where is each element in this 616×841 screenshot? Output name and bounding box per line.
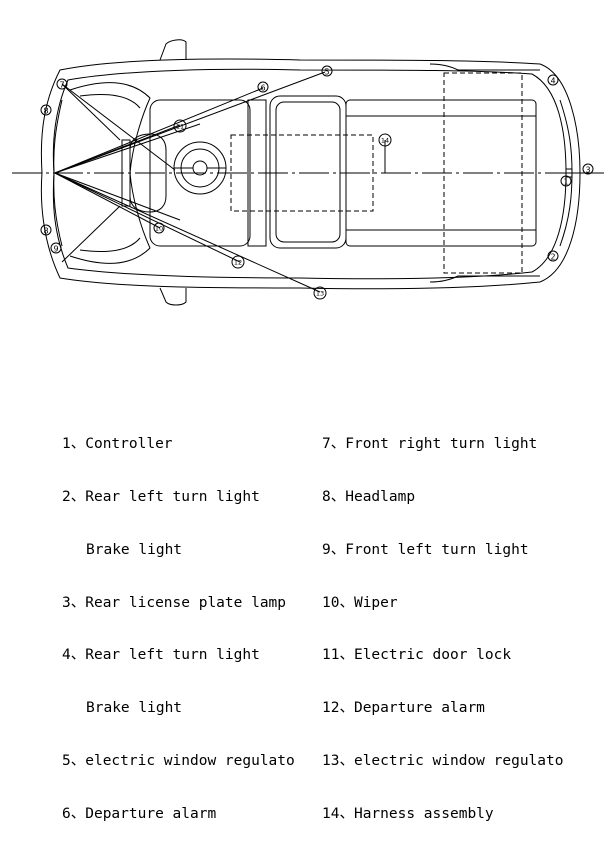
callout-6: 6 bbox=[257, 81, 269, 93]
legend-item-7: 7、Front right turn light bbox=[322, 436, 538, 453]
svg-text:8: 8 bbox=[43, 107, 48, 116]
svg-text:13: 13 bbox=[316, 290, 324, 298]
svg-text:10: 10 bbox=[155, 225, 163, 233]
dashed-box-rear bbox=[443, 72, 523, 274]
legend-item-4: 4、Rear left turn light bbox=[62, 647, 260, 664]
rear-curve-bottom bbox=[429, 275, 540, 283]
legend-item-5: 5、electric window regulato bbox=[62, 752, 295, 769]
front-bumper-curve bbox=[53, 99, 63, 247]
svg-text:12: 12 bbox=[234, 259, 242, 267]
svg-text:2: 2 bbox=[550, 253, 555, 262]
driver-seat-back bbox=[121, 139, 131, 207]
legend-item-14: 14、Harness assembly bbox=[322, 805, 494, 822]
driver-seat bbox=[129, 133, 167, 213]
callout-8b: 8 bbox=[40, 224, 52, 236]
legend-item-13: 13、electric window regulato bbox=[322, 752, 564, 769]
callout-7: 7 bbox=[56, 78, 68, 90]
car-body-outline bbox=[40, 58, 581, 290]
roof-window bbox=[269, 95, 347, 249]
car-wiring-diagram: 1 2 3 4 5 6 7 8 8 9 10 11 bbox=[12, 39, 604, 306]
svg-text:5: 5 bbox=[324, 68, 329, 77]
callout-5: 5 bbox=[321, 65, 333, 77]
legend-item-4-sub: Brake light bbox=[86, 700, 183, 717]
legend-item-2-sub: Brake light bbox=[86, 541, 183, 558]
svg-text:7: 7 bbox=[59, 81, 64, 90]
rear-curve-top bbox=[429, 63, 540, 71]
legend-item-1: 1、Controller bbox=[62, 436, 173, 453]
legend-item-10: 10、Wiper bbox=[322, 594, 398, 611]
callout-1: 1 bbox=[560, 175, 572, 187]
legend-item-6: 6、Departure alarm bbox=[62, 805, 217, 822]
legend-item-9: 9、Front left turn light bbox=[322, 541, 529, 558]
callout-12: 12 bbox=[231, 255, 245, 269]
rear-frame bbox=[345, 99, 537, 247]
front-hood-inner bbox=[79, 94, 141, 252]
hood-curve-bottom bbox=[69, 172, 151, 264]
right-mirror bbox=[159, 287, 187, 306]
legend-item-12: 12、Departure alarm bbox=[322, 700, 485, 717]
roof-window-inner bbox=[275, 101, 341, 243]
harness-lines bbox=[54, 71, 590, 293]
callout-3: 3 bbox=[582, 163, 594, 175]
callout-11: 11 bbox=[173, 119, 187, 133]
dashed-box-front bbox=[230, 134, 374, 212]
legend-right-column: 7、Front right turn light 8、Headlamp 9、Fr… bbox=[322, 401, 563, 841]
callout-13: 13 bbox=[313, 286, 327, 300]
legend-left-column: 1、Controller 2、Rear left turn light Brak… bbox=[62, 401, 295, 841]
svg-text:9: 9 bbox=[53, 245, 58, 254]
svg-text:3: 3 bbox=[585, 166, 590, 175]
b-pillar bbox=[247, 99, 267, 247]
legend-item-8: 8、Headlamp bbox=[322, 488, 416, 505]
legend-item-2: 2、Rear left turn light bbox=[62, 488, 260, 505]
svg-text:8: 8 bbox=[43, 227, 48, 236]
callout-4: 4 bbox=[547, 74, 559, 86]
hood-curve-top bbox=[69, 82, 151, 174]
callout-9: 9 bbox=[50, 242, 62, 254]
car-body-inner-outline bbox=[52, 68, 567, 280]
svg-text:1: 1 bbox=[563, 178, 568, 187]
svg-text:6: 6 bbox=[260, 84, 265, 93]
callout-2: 2 bbox=[547, 250, 559, 262]
svg-text:4: 4 bbox=[550, 77, 555, 86]
front-frame bbox=[149, 99, 251, 247]
left-mirror bbox=[159, 39, 187, 61]
callout-10: 10 bbox=[153, 222, 165, 234]
legend-item-3: 3、Rear license plate lamp bbox=[62, 594, 287, 611]
svg-text:14: 14 bbox=[381, 137, 389, 145]
svg-text:11: 11 bbox=[176, 123, 184, 131]
callout-8a: 8 bbox=[40, 104, 52, 116]
legend-item-11: 11、Electric door lock bbox=[322, 647, 512, 664]
callout-14: 14 bbox=[378, 133, 392, 147]
